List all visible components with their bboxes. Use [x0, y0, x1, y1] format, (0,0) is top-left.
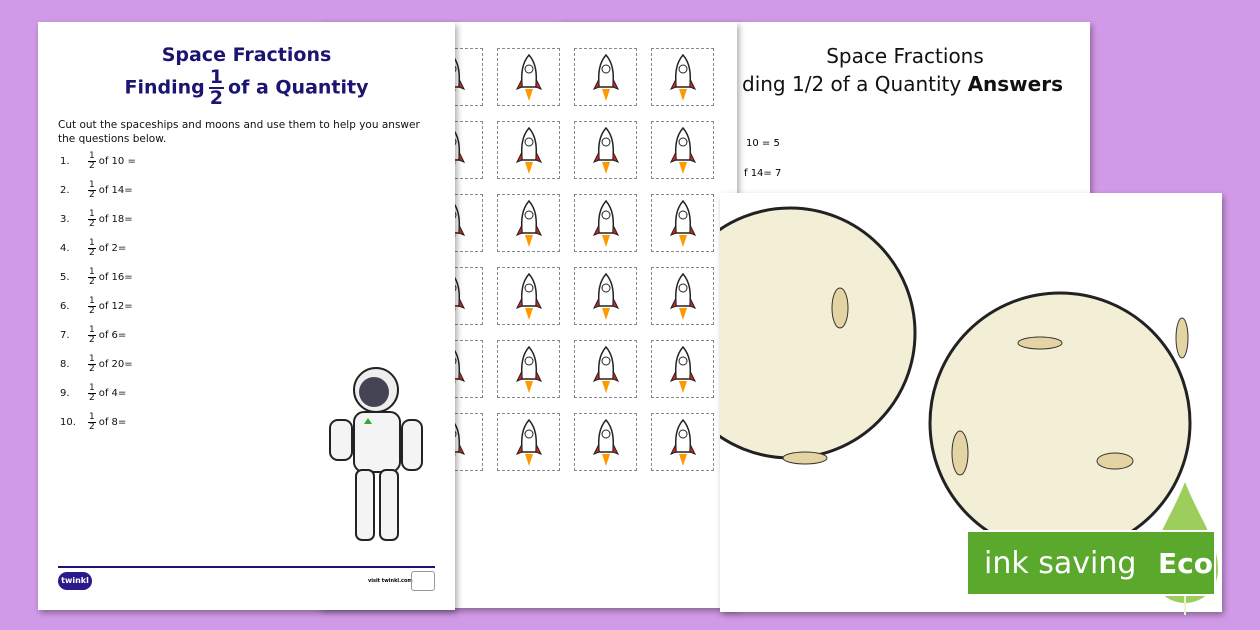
footer-divider	[58, 566, 435, 568]
rocket-cutout	[574, 48, 637, 106]
question-text: of 18=	[98, 214, 133, 225]
answer-line: f 14= 7	[744, 168, 782, 179]
rocket-cutout	[497, 121, 560, 179]
question-number: 5.	[60, 272, 70, 283]
question-number: 6.	[60, 301, 70, 312]
moon-image	[720, 206, 917, 460]
question-text: of 4=	[98, 388, 127, 399]
rocket-cutout	[497, 48, 560, 106]
rocket-cutout	[497, 267, 560, 325]
instructions: Cut out the spaceships and moons and use…	[58, 119, 420, 145]
question-text: of 20=	[98, 359, 133, 370]
worksheet-title: Space Fractions	[161, 44, 332, 66]
twinkl-logo: twinkl	[58, 572, 92, 590]
ink-saving-label: ink saving	[984, 545, 1137, 581]
rocket-cutout	[574, 267, 637, 325]
rocket-cutout	[574, 340, 637, 398]
rocket-cutout	[497, 413, 560, 471]
question-text: of 14=	[98, 185, 133, 196]
ink-saving-badge: ink saving Eco	[966, 530, 1216, 596]
rocket-cutout	[574, 121, 637, 179]
answers-subtitle: ding 1/2 of a Quantity Answers	[742, 72, 1063, 96]
question-text: of 6=	[98, 330, 127, 341]
question-number: 7.	[60, 330, 70, 341]
rocket-cutout	[574, 194, 637, 252]
question-text: of 8=	[98, 417, 127, 428]
rocket-cutout	[497, 194, 560, 252]
rocket-cutout	[574, 413, 637, 471]
question-number: 1.	[60, 156, 70, 167]
question-text: of 16=	[98, 272, 133, 283]
rocket-cutout	[651, 267, 714, 325]
question-number: 8.	[60, 359, 70, 370]
question-number: 4.	[60, 243, 70, 254]
footer-url: visit twinkl.com	[368, 578, 413, 584]
rocket-cutout	[651, 48, 714, 106]
rocket-cutout	[651, 340, 714, 398]
answer-line: 10 = 5	[746, 138, 780, 149]
rocket-cutout	[651, 413, 714, 471]
astronaut-illustration	[329, 367, 423, 541]
question-number: 3.	[60, 214, 70, 225]
question-number: 10.	[60, 417, 76, 428]
rocket-cutout	[497, 340, 560, 398]
answers-title: Space Fractions	[826, 44, 984, 68]
question-text: of 12=	[98, 301, 133, 312]
question-text: of 2=	[98, 243, 127, 254]
question-number: 2.	[60, 185, 70, 196]
twinkl-badge-icon	[411, 571, 435, 591]
rocket-cutout	[651, 194, 714, 252]
question-number: 9.	[60, 388, 70, 399]
rocket-cutout	[651, 121, 714, 179]
question-text: of 10 =	[98, 156, 136, 167]
eco-label: Eco	[1158, 546, 1213, 580]
